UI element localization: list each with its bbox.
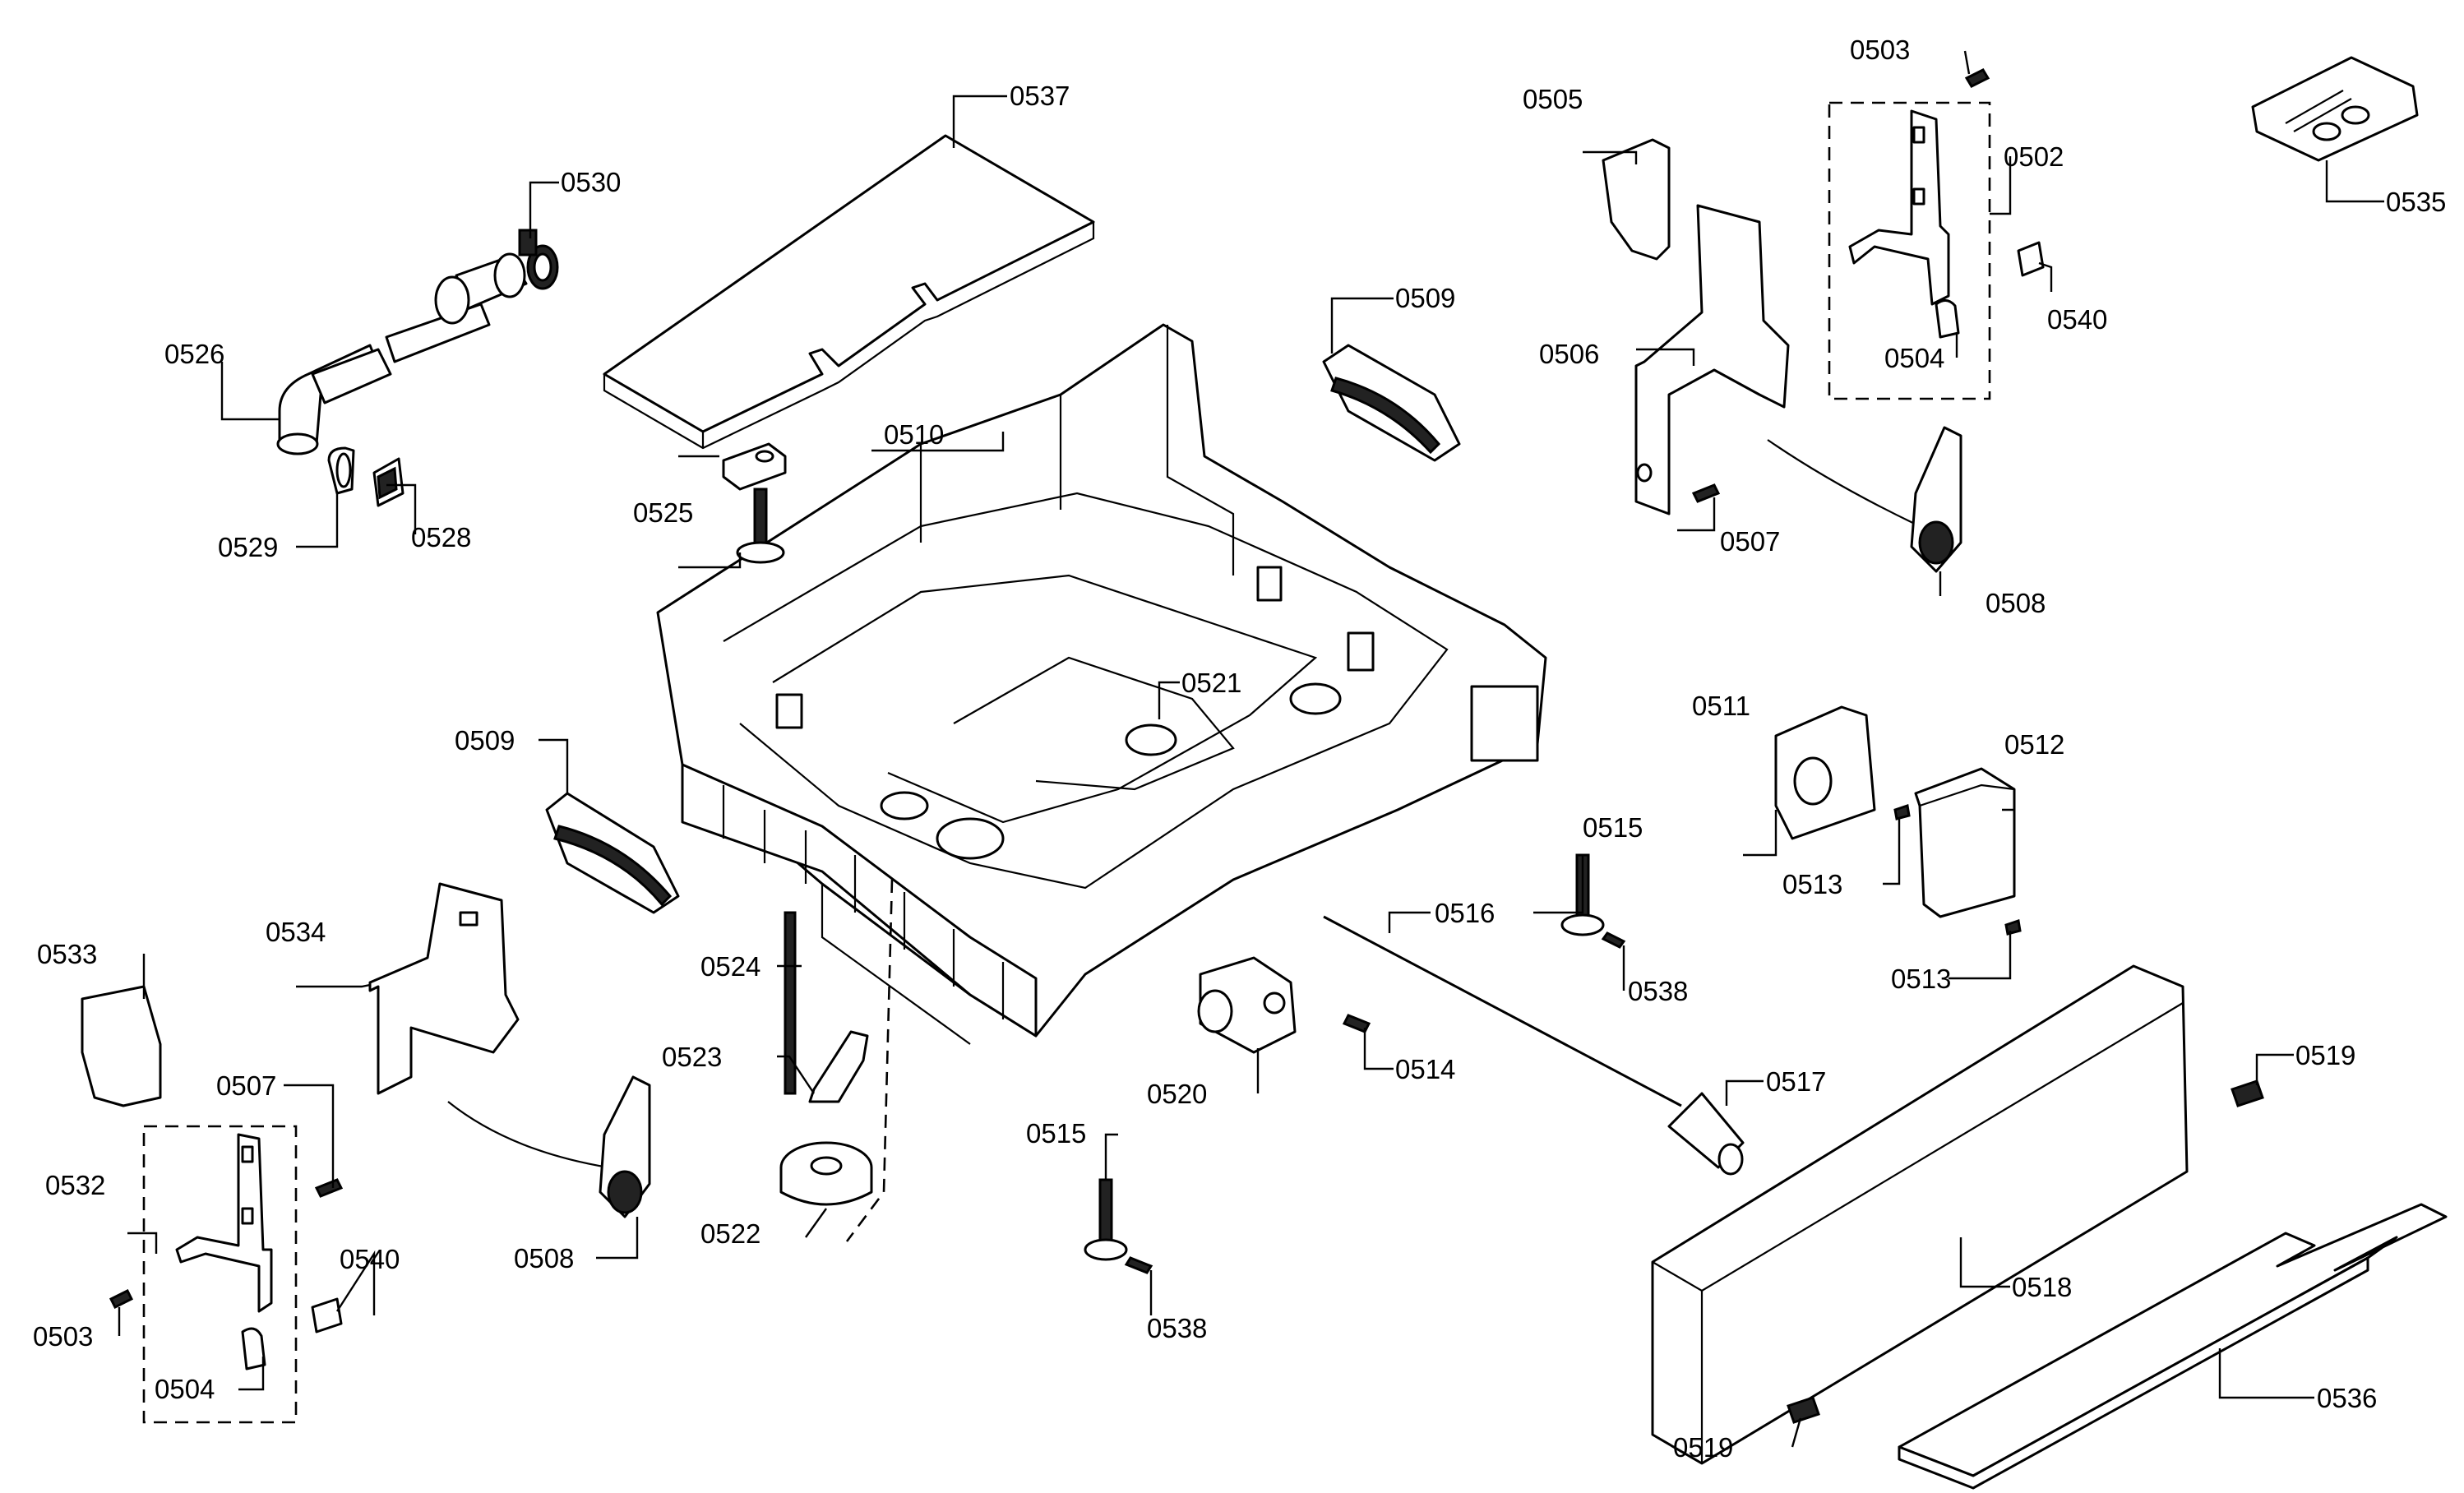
label-0519-upper: 0519 xyxy=(2295,1040,2355,1070)
part-0519-screw-a xyxy=(2231,1079,2264,1107)
label-0515-upper: 0515 xyxy=(1583,812,1643,843)
label-0512: 0512 xyxy=(2004,729,2064,760)
label-0524: 0524 xyxy=(700,951,760,982)
part-0525-foot-cap xyxy=(722,442,787,564)
label-0513-upper: 0513 xyxy=(1782,869,1842,899)
label-0525: 0525 xyxy=(633,497,693,528)
part-0515-foot-lower xyxy=(1084,1178,1128,1261)
part-0509-upper-damper xyxy=(1322,344,1461,462)
part-0503-screw-right xyxy=(1964,68,1990,88)
label-0513-lower: 0513 xyxy=(1891,964,1951,994)
part-0507-screw-left xyxy=(314,1178,344,1198)
part-0519-screw-b xyxy=(1787,1396,1820,1424)
part-0530-hose-clamp xyxy=(518,229,559,290)
part-0522-cap xyxy=(779,1141,873,1206)
label-0537: 0537 xyxy=(1010,81,1070,111)
part-0509-lower-damper xyxy=(545,792,680,914)
label-0505: 0505 xyxy=(1523,84,1583,114)
part-0536-bottom-plate xyxy=(1898,1203,2448,1490)
part-0517-knob xyxy=(1667,1092,1745,1176)
part-0529-clip xyxy=(327,446,355,495)
label-0507-left: 0507 xyxy=(216,1070,276,1101)
label-0509-upper: 0509 xyxy=(1395,283,1455,313)
label-0506: 0506 xyxy=(1539,339,1599,369)
label-0538-lower: 0538 xyxy=(1147,1313,1207,1343)
label-0517: 0517 xyxy=(1766,1066,1826,1097)
label-0508-upper: 0508 xyxy=(1986,588,2046,618)
label-0521: 0521 xyxy=(1181,668,1241,698)
part-0512-cover xyxy=(1914,767,2016,918)
part-0538-screw-a xyxy=(1601,931,1626,949)
part-0534-side-bracket xyxy=(368,882,520,1095)
leader-lines xyxy=(118,50,2384,1448)
part-0532-bracket xyxy=(175,1133,273,1313)
part-0516-rod xyxy=(1323,915,1682,1107)
part-0518-front-panel xyxy=(1651,964,2189,1465)
part-0521-dashed-guide xyxy=(845,879,894,1242)
label-0502: 0502 xyxy=(2004,141,2064,172)
part-0513-screw-b xyxy=(2004,919,2022,936)
part-0537-cover-plate xyxy=(603,134,1095,450)
label-0538-upper: 0538 xyxy=(1628,976,1688,1006)
label-0535: 0535 xyxy=(2386,187,2446,217)
label-0540-right: 0540 xyxy=(2047,304,2107,335)
label-0534: 0534 xyxy=(266,917,326,947)
label-0503-right: 0503 xyxy=(1850,35,1910,65)
label-0530: 0530 xyxy=(561,167,621,197)
label-0523: 0523 xyxy=(662,1042,722,1072)
part-0535-parts-bag xyxy=(2251,56,2419,162)
part-0526-drain-hose xyxy=(276,252,528,455)
label-0529: 0529 xyxy=(218,532,278,562)
assembly-box-0502 xyxy=(1828,101,1991,400)
part-0505-cover xyxy=(1602,138,1671,261)
label-0508-lower: 0508 xyxy=(514,1243,574,1273)
label-0504-right: 0504 xyxy=(1884,343,1944,373)
part-0508-lower-switch xyxy=(447,1075,651,1218)
part-0504-clip-left xyxy=(241,1327,266,1371)
label-0515-lower: 0515 xyxy=(1026,1118,1086,1149)
label-0507-right: 0507 xyxy=(1720,526,1780,557)
label-0504-left: 0504 xyxy=(155,1374,215,1404)
part-labels: 0537 0530 0526 0529 0528 0525 0510 0509 … xyxy=(33,35,2446,1463)
label-0519-lower: 0519 xyxy=(1673,1432,1733,1463)
part-0503-screw-left xyxy=(109,1288,134,1310)
label-0514: 0514 xyxy=(1395,1054,1455,1084)
label-0516: 0516 xyxy=(1435,898,1495,928)
label-0540-left: 0540 xyxy=(340,1244,400,1274)
part-0524-rod xyxy=(784,911,797,1095)
part-0540-clip-left xyxy=(311,1297,343,1334)
label-0503-left: 0503 xyxy=(33,1321,93,1352)
label-0526: 0526 xyxy=(164,339,224,369)
label-0509-lower: 0509 xyxy=(455,725,515,756)
part-0508-upper-switch xyxy=(1767,426,1962,573)
part-0540-clip-right xyxy=(2017,241,2045,277)
part-0523-bracket xyxy=(808,1030,869,1103)
part-0520-valve xyxy=(1197,956,1297,1054)
assembly-box-0532 xyxy=(142,1125,298,1424)
label-0522: 0522 xyxy=(700,1218,760,1249)
label-0536: 0536 xyxy=(2317,1383,2377,1413)
part-0504-clip-right xyxy=(1935,299,1960,339)
label-0520: 0520 xyxy=(1147,1079,1207,1109)
part-0507-screw-right xyxy=(1691,483,1721,503)
part-0510-base-tub xyxy=(656,323,1547,1045)
part-0513-screw-a xyxy=(1893,804,1911,820)
label-0533: 0533 xyxy=(37,939,97,969)
label-0510: 0510 xyxy=(884,419,944,450)
part-0538-screw-b xyxy=(1124,1256,1153,1274)
label-0511: 0511 xyxy=(1692,691,1750,721)
label-0532: 0532 xyxy=(45,1170,105,1200)
part-0506-bracket xyxy=(1634,204,1790,515)
label-0528: 0528 xyxy=(411,522,471,552)
part-0511-housing xyxy=(1774,705,1876,840)
part-0533-small-cover xyxy=(81,985,162,1107)
part-0528-bracket xyxy=(372,457,405,507)
label-0518: 0518 xyxy=(2012,1272,2072,1302)
part-0502-bracket xyxy=(1848,109,1950,306)
